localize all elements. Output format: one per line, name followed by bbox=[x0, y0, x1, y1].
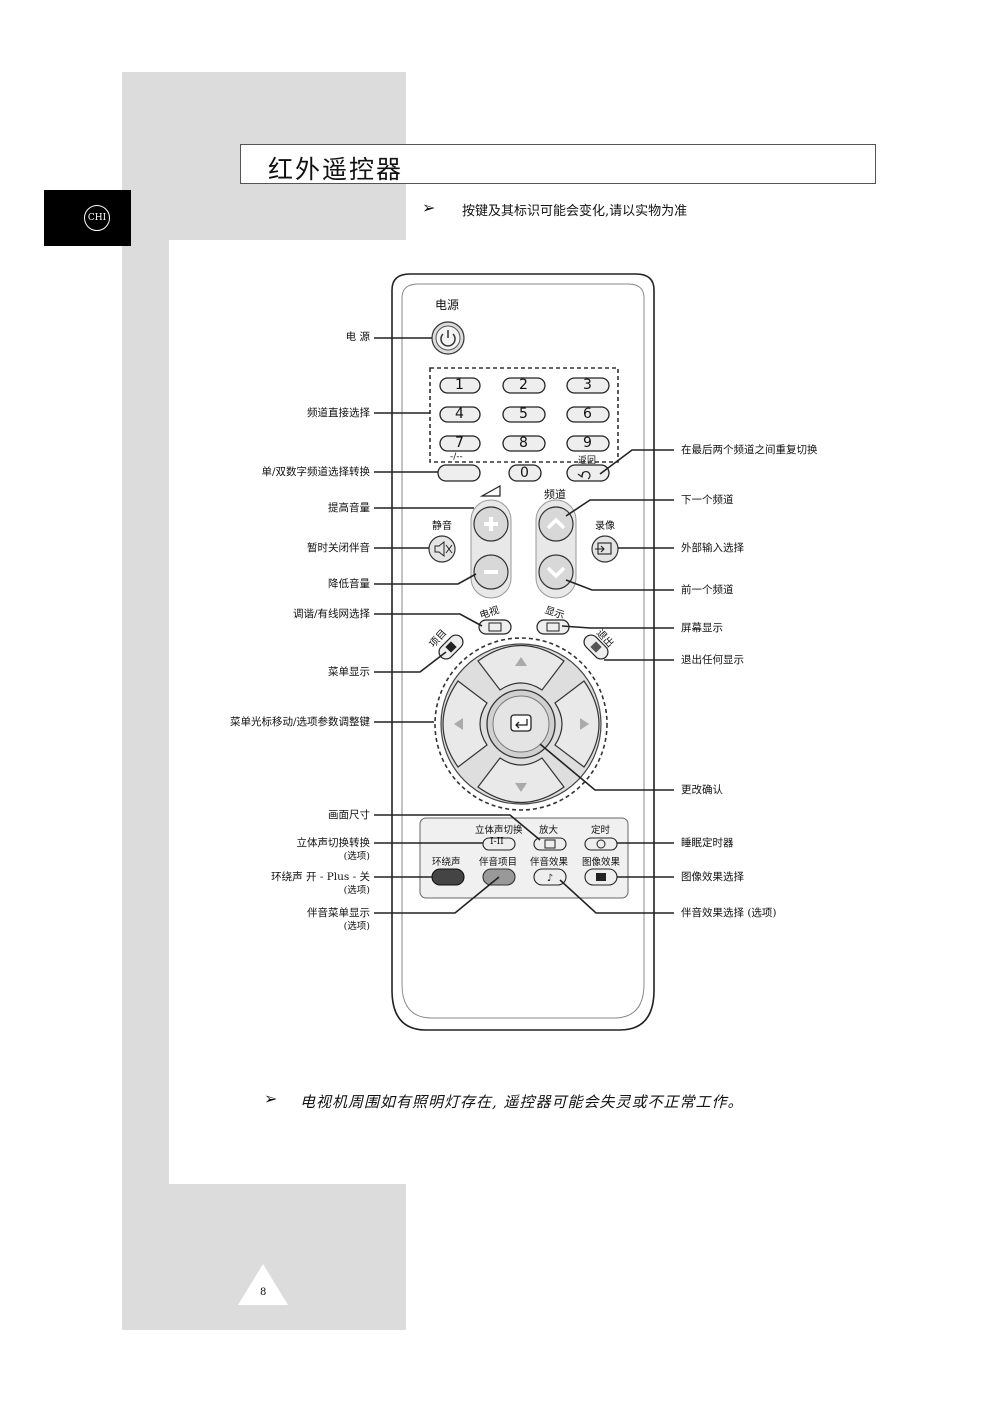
callout-sound-menu-text: 伴音菜单显示 bbox=[307, 907, 370, 919]
exit-icon bbox=[590, 641, 602, 653]
mute-icon bbox=[429, 536, 455, 562]
digit-2: 2 bbox=[519, 377, 528, 393]
surround-key-label: 环绕声 bbox=[432, 857, 461, 868]
callout-sound-menu: 伴音菜单显示 (选项) bbox=[307, 907, 370, 933]
page-title: 红外遥控器 bbox=[268, 155, 404, 184]
callout-stereo: 立体声切换转换 (选项) bbox=[297, 837, 371, 863]
page-number-triangle bbox=[238, 1264, 288, 1305]
callout-picture-effect: 图像效果选择 bbox=[681, 871, 744, 883]
clock-icon bbox=[594, 839, 608, 849]
note-arrow-icon: ➢ bbox=[422, 198, 436, 217]
sound-menu-key-label: 伴音项目 bbox=[479, 857, 518, 868]
zoom-icon bbox=[543, 839, 557, 849]
callout-surround: 环绕声 开 - Plus - 关 (选项) bbox=[271, 871, 370, 897]
note-bottom: 电视机周围如有照明灯存在, 遥控器可能会失灵或不正常工作。 bbox=[300, 1093, 744, 1111]
callout-direct-channel: 频道直接选择 bbox=[307, 407, 370, 419]
picture-effect-icon bbox=[589, 871, 613, 883]
enter-icon bbox=[509, 713, 533, 733]
digit-8: 8 bbox=[519, 435, 528, 451]
callout-confirm: 更改确认 bbox=[681, 784, 723, 796]
digit-0: 0 bbox=[520, 465, 529, 481]
callout-exit: 退出任何显示 bbox=[681, 654, 744, 666]
callout-vol-up: 提高音量 bbox=[328, 502, 370, 514]
arrow-down-icon bbox=[513, 782, 529, 794]
callout-tuning: 调谐/有线网选择 bbox=[292, 608, 370, 620]
return-icon bbox=[576, 467, 592, 481]
callout-sound-menu-sub: (选项) bbox=[343, 921, 370, 932]
page-number: 8 bbox=[260, 1287, 267, 1298]
chevron-down-icon bbox=[539, 555, 573, 589]
callout-power: 电 源 bbox=[345, 331, 370, 343]
callout-single-double: 单/双数字频道选择转换 bbox=[261, 466, 370, 478]
page-side-band bbox=[122, 1184, 406, 1330]
chevron-up-icon bbox=[539, 507, 573, 541]
callout-sleep-timer: 睡眠定时器 bbox=[681, 837, 734, 849]
title-frame bbox=[240, 144, 876, 184]
callout-prev-channel-toggle: 在最后两个频道之间重复切换 bbox=[681, 444, 818, 456]
callout-mute: 暂时关闭伴音 bbox=[307, 542, 370, 554]
callout-stereo-text: 立体声切换转换 bbox=[296, 837, 371, 849]
callout-sound-effect: 伴音效果选择 (选项) bbox=[681, 907, 777, 919]
power-icon bbox=[432, 322, 464, 354]
callout-menu: 菜单显示 bbox=[328, 666, 370, 678]
minus-icon bbox=[474, 555, 508, 589]
callout-screen-display: 屏幕显示 bbox=[681, 622, 723, 634]
digit-5: 5 bbox=[519, 406, 528, 422]
zoom-key-label: 放大 bbox=[539, 825, 559, 836]
power-key-label: 电源 bbox=[435, 298, 460, 312]
tv-icon bbox=[489, 623, 501, 631]
volume-icon bbox=[481, 485, 501, 497]
digit-7: 7 bbox=[455, 435, 464, 451]
stereo-key-label: 立体声切换 bbox=[475, 825, 523, 836]
digit-4: 4 bbox=[455, 406, 464, 422]
callout-surround-text: 环绕声 开 - Plus - 关 bbox=[271, 871, 370, 883]
return-key-label: 返回 bbox=[578, 456, 597, 466]
language-badge: CHI bbox=[84, 205, 110, 231]
stereo-key-symbol: I-II bbox=[490, 837, 504, 847]
plus-icon bbox=[474, 507, 508, 541]
channel-key-label: 频道 bbox=[544, 488, 566, 501]
svg-text:♪: ♪ bbox=[547, 873, 553, 884]
arrow-left-icon bbox=[452, 716, 464, 732]
callout-external-input: 外部输入选择 bbox=[681, 542, 744, 554]
page-side-band bbox=[122, 240, 169, 1184]
digit-1: 1 bbox=[455, 377, 464, 393]
digit-6: 6 bbox=[583, 406, 592, 422]
note-top: 按键及其标识可能会变化,请以实物为准 bbox=[462, 204, 688, 219]
callout-next-channel: 下一个频道 bbox=[681, 494, 734, 506]
vcr-key-label: 录像 bbox=[595, 521, 615, 532]
sound-effect-icon bbox=[538, 871, 562, 883]
sound-effect-key-label: 伴音效果 bbox=[530, 857, 569, 868]
display-icon bbox=[547, 623, 559, 631]
note-arrow-icon: ➢ bbox=[264, 1089, 278, 1108]
callout-stereo-sub: (选项) bbox=[343, 851, 370, 862]
callout-picture-size: 画面尺寸 bbox=[328, 809, 370, 821]
callout-surround-sub: (选项) bbox=[343, 885, 370, 896]
digit-3: 3 bbox=[583, 377, 592, 393]
callout-cursor: 菜单光标移动/选项参数调整键 bbox=[229, 716, 370, 728]
dash-key-label: -/-- bbox=[450, 452, 463, 462]
callout-vol-down: 降低音量 bbox=[328, 578, 370, 590]
timer-key-label: 定时 bbox=[591, 825, 611, 836]
callout-previous-channel: 前一个频道 bbox=[681, 584, 734, 596]
arrow-right-icon bbox=[578, 716, 590, 732]
digit-9: 9 bbox=[583, 435, 592, 451]
input-source-icon bbox=[592, 536, 618, 562]
arrow-up-icon bbox=[513, 655, 529, 667]
picture-effect-key-label: 图像效果 bbox=[582, 857, 621, 868]
mute-key-label: 静音 bbox=[432, 521, 452, 532]
menu-icon bbox=[445, 641, 457, 653]
